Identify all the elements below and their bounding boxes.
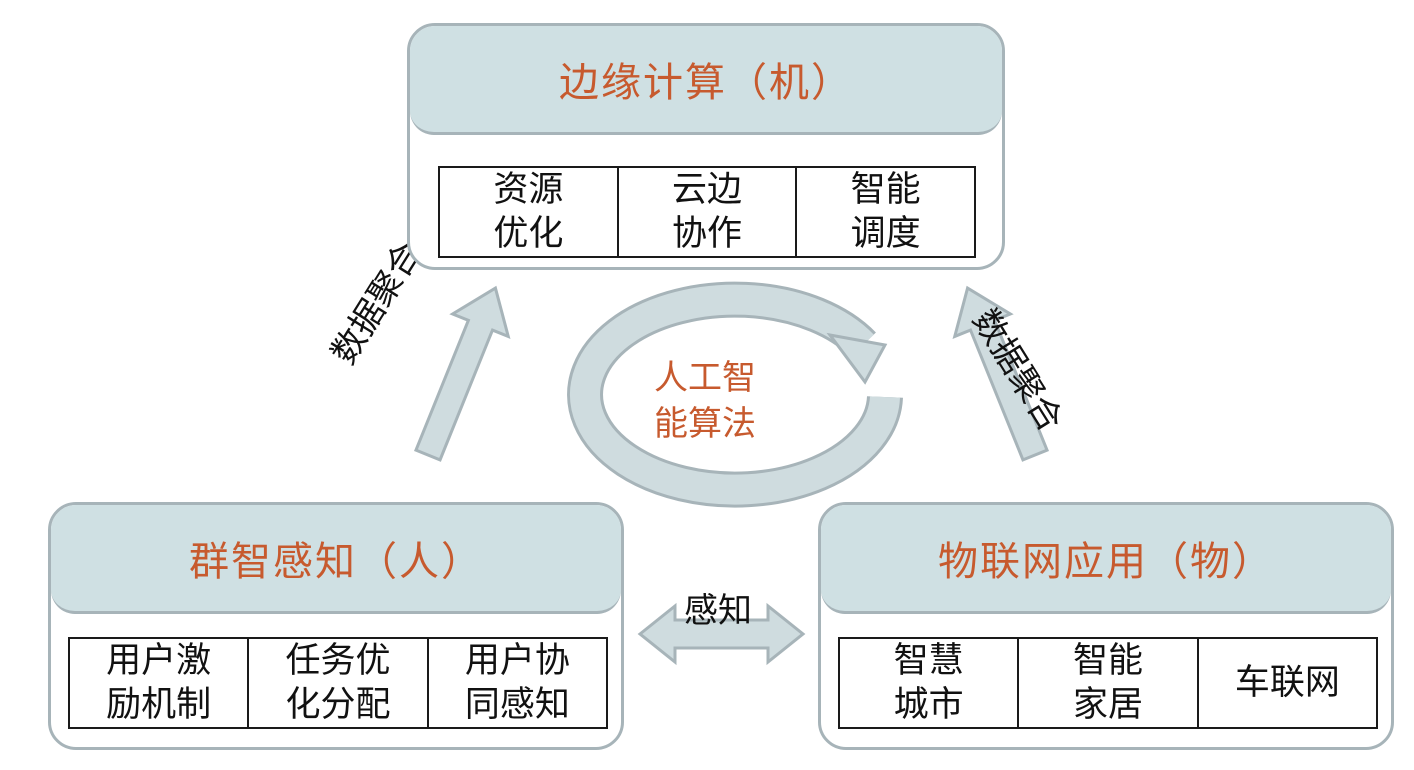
crowd-sensing-cells: 用户激 励机制 任务优 化分配 用户协 同感知	[68, 637, 608, 729]
bottom-edge-label: 感知	[684, 591, 752, 631]
right-data-arrow	[952, 285, 1050, 462]
edge-cell: 资源 优化	[440, 168, 617, 256]
crowd-sensing-panel: 群智感知（人） 用户激 励机制 任务优 化分配 用户协 同感知	[48, 502, 624, 750]
iot-application-title: 物联网应用（物）	[938, 539, 1274, 585]
left-data-arrow	[413, 285, 511, 462]
edge-computing-cells: 资源 优化 云边 协作 智能 调度	[438, 166, 976, 258]
iot-application-header: 物联网应用（物）	[821, 505, 1391, 614]
edge-computing-header: 边缘计算（机）	[410, 26, 1002, 135]
crowd-sensing-header: 群智感知（人）	[51, 505, 621, 614]
iot-application-cells: 智慧 城市 智能 家居 车联网	[838, 637, 1378, 729]
crowd-cell: 用户协 同感知	[428, 639, 606, 727]
edge-computing-title: 边缘计算（机）	[559, 60, 853, 106]
edge-cell: 智能 调度	[797, 168, 975, 256]
sensing-double-arrow	[637, 602, 806, 666]
cycle-arrow-inner	[570, 284, 900, 505]
cycle-arrowhead	[826, 332, 888, 385]
edge-cell: 云边 协作	[618, 168, 796, 256]
edge-computing-panel: 边缘计算（机） 资源 优化 云边 协作 智能 调度	[407, 23, 1005, 270]
crowd-sensing-title: 群智感知（人）	[189, 539, 483, 585]
center-algorithm-label: 人工智 能算法	[654, 358, 756, 444]
iot-cell: 智慧 城市	[840, 639, 1018, 727]
iot-cell: 车联网	[1198, 639, 1376, 727]
crowd-cell: 任务优 化分配	[249, 639, 427, 727]
iot-application-panel: 物联网应用（物） 智慧 城市 智能 家居 车联网	[818, 502, 1394, 750]
crowd-cell: 用户激 励机制	[70, 639, 248, 727]
iot-cell: 智能 家居	[1019, 639, 1197, 727]
